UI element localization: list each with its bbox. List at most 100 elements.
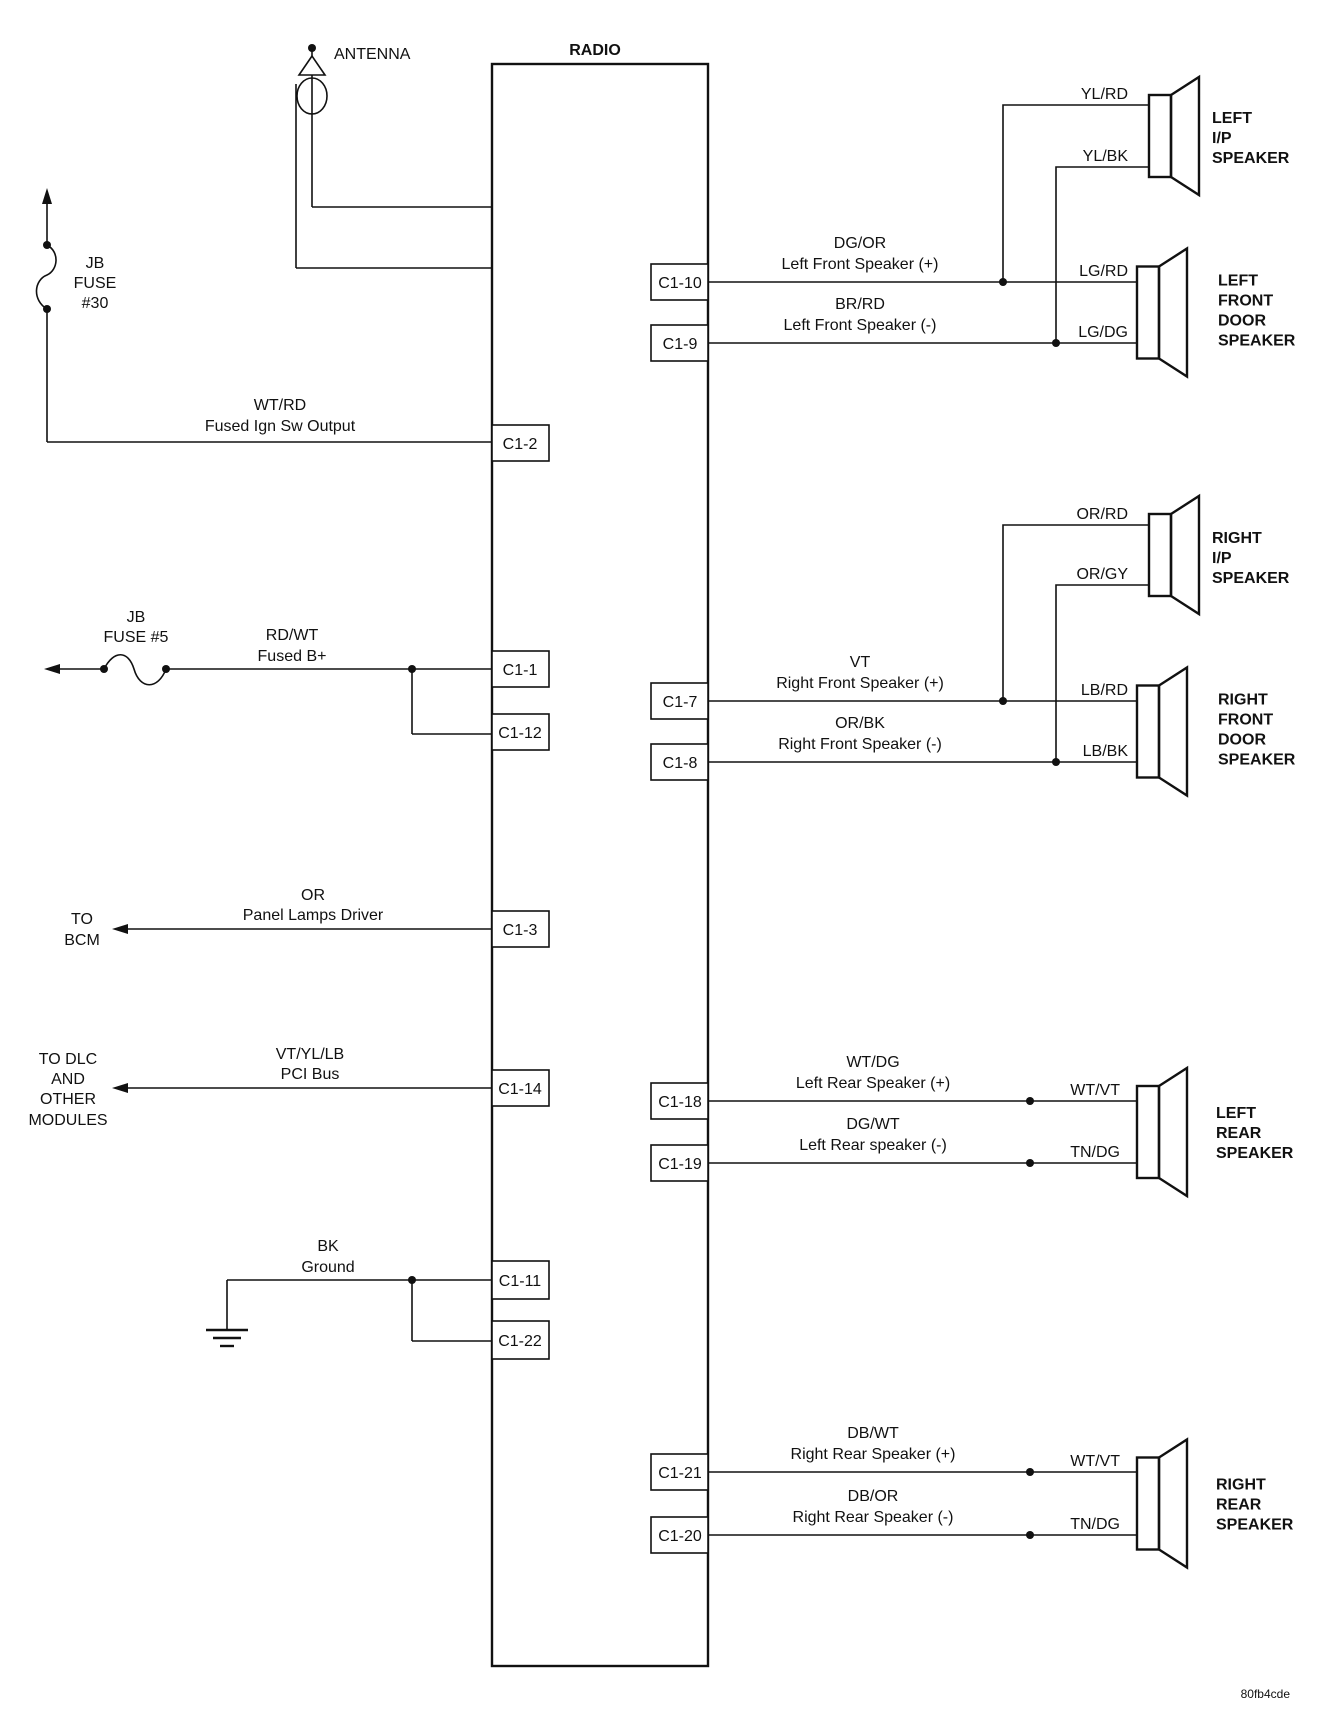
- wire-color-label: LB/BK: [1083, 743, 1129, 760]
- connector-pin: [491, 650, 550, 688]
- destination-label: OTHER: [40, 1091, 96, 1108]
- destination-label: TO: [71, 911, 93, 928]
- connector-pin: [650, 1144, 709, 1182]
- wire-color-label: OR/RD: [1076, 506, 1128, 523]
- wire-color-label: VT: [850, 654, 871, 671]
- wire-color-label: OR/GY: [1076, 566, 1128, 583]
- connector-pin-label: C1-11: [499, 1273, 541, 1290]
- wire-color-label: TN/DG: [1070, 1144, 1120, 1161]
- wire-color-label: TN/DG: [1070, 1516, 1120, 1533]
- circuit-function-label: Right Rear Speaker (-): [793, 1509, 954, 1526]
- circuit-panel-lamps: TO BCM OR Panel Lamps Driver C1-3: [64, 887, 550, 949]
- circuit-function-label: Left Rear Speaker (+): [796, 1075, 950, 1092]
- wire-color-label: OR/BK: [835, 715, 885, 732]
- antenna: ANTENNA: [295, 44, 492, 269]
- arrow-left-icon: [44, 664, 60, 674]
- radio-body: [490, 62, 710, 1668]
- connector-pin-label: C1-21: [658, 1465, 702, 1482]
- fuse-label: #30: [82, 295, 109, 312]
- speaker-name-label: SPEAKER: [1212, 150, 1290, 167]
- speaker-name-label: FRONT: [1218, 712, 1273, 729]
- fuse-label: JB: [127, 609, 146, 626]
- fuse-label: JB: [86, 255, 105, 272]
- speaker-name-label: REAR: [1216, 1497, 1262, 1514]
- circuit-function-label: Right Rear Speaker (+): [791, 1446, 956, 1463]
- wire: [1002, 104, 1149, 282]
- wire-color-label: DB/OR: [848, 1488, 899, 1505]
- circuit-function-label: Left Front Speaker (+): [782, 256, 939, 273]
- connector-pin: [650, 324, 709, 362]
- splice: [1026, 1097, 1034, 1105]
- speaker-name-label: SPEAKER: [1212, 570, 1290, 587]
- wire-color-label: LG/RD: [1079, 263, 1128, 280]
- wire-color-label: DB/WT: [847, 1425, 899, 1442]
- connector-pin-label: C1-2: [503, 436, 538, 453]
- circuit-ground: BK Ground C1-11 C1-22: [206, 1238, 550, 1360]
- circuit-fused-bplus: JB FUSE #5 RD/WT Fused B+ C1-1 C1-12: [44, 609, 550, 751]
- wire: [1002, 524, 1149, 701]
- speaker-name-label: I/P: [1212, 550, 1232, 567]
- wire-color-label: DG/WT: [846, 1116, 900, 1133]
- connector-pin: [650, 1453, 709, 1491]
- figure-id: 80fb4cde: [1241, 1687, 1291, 1701]
- radio-module: RADIO: [490, 42, 710, 1668]
- wire-color-label: YL/BK: [1083, 148, 1129, 165]
- destination-label: MODULES: [28, 1112, 107, 1129]
- connector-pin-label: C1-8: [663, 755, 698, 772]
- connector-pin: [650, 682, 709, 720]
- connector-pin: [491, 424, 550, 462]
- wire-color-label: DG/OR: [834, 235, 886, 252]
- speaker-name-label: I/P: [1212, 130, 1232, 147]
- speaker-name-label: DOOR: [1218, 313, 1266, 330]
- arrow-up-icon: [42, 188, 52, 204]
- connector-pin: [650, 263, 709, 301]
- left-ip-speaker-icon: [1147, 74, 1201, 198]
- connector-pin: [491, 910, 550, 948]
- speaker-name-label: DOOR: [1218, 732, 1266, 749]
- wire-color-label: YL/RD: [1081, 86, 1128, 103]
- arrow-left-icon: [112, 924, 128, 934]
- wire: [1055, 584, 1149, 762]
- speaker-name-label: LEFT: [1218, 273, 1258, 290]
- wire-color-label: RD/WT: [266, 627, 319, 644]
- wire-color-label: OR: [301, 887, 325, 904]
- right-rear-speaker-icon: [1135, 1437, 1189, 1570]
- wire-color-label: BK: [317, 1238, 339, 1255]
- connector-pin-label: C1-22: [498, 1333, 542, 1350]
- speaker-name-label: SPEAKER: [1218, 333, 1296, 350]
- connector-pin: [650, 1516, 709, 1554]
- radio-title: RADIO: [569, 42, 621, 59]
- antenna-label: ANTENNA: [334, 46, 411, 63]
- splice: [1026, 1468, 1034, 1476]
- circuit-function-label: Right Front Speaker (-): [778, 736, 942, 753]
- ground-icon: [206, 1328, 248, 1348]
- circuit-function-label: Left Rear speaker (-): [799, 1137, 947, 1154]
- connector-pin-label: C1-9: [663, 336, 698, 353]
- speaker-name-label: RIGHT: [1212, 530, 1262, 547]
- wire-color-label: BR/RD: [835, 296, 885, 313]
- circuit-fused-ign: JB FUSE #30 WT/RD Fused Ign Sw Output C1…: [35, 188, 550, 462]
- connector-pin-label: C1-14: [498, 1081, 542, 1098]
- circuit-function-label: Fused Ign Sw Output: [205, 418, 356, 435]
- fuse-label: FUSE: [74, 275, 117, 292]
- connector-pin-label: C1-20: [658, 1528, 702, 1545]
- speaker-name-label: REAR: [1216, 1125, 1262, 1142]
- speaker-name-label: FRONT: [1218, 293, 1273, 310]
- speaker-name-label: RIGHT: [1216, 1477, 1266, 1494]
- speaker-name-label: SPEAKER: [1216, 1517, 1294, 1534]
- connector-pin-label: C1-3: [503, 922, 538, 939]
- splice: [1026, 1159, 1034, 1167]
- connector-pin-label: C1-1: [503, 662, 538, 679]
- connector-pin-label: C1-7: [663, 694, 698, 711]
- left-rear-speaker-icon: [1135, 1065, 1189, 1199]
- wire-color-label: WT/RD: [254, 397, 306, 414]
- fuse-icon: [103, 653, 167, 686]
- circuit-function-label: Left Front Speaker (-): [784, 317, 937, 334]
- connector-pin: [650, 743, 709, 781]
- left-front-door-speaker-icon: [1135, 246, 1189, 379]
- wire-color-label: VT/YL/LB: [276, 1046, 344, 1063]
- destination-label: AND: [51, 1071, 85, 1088]
- connector-pin: [650, 1082, 709, 1120]
